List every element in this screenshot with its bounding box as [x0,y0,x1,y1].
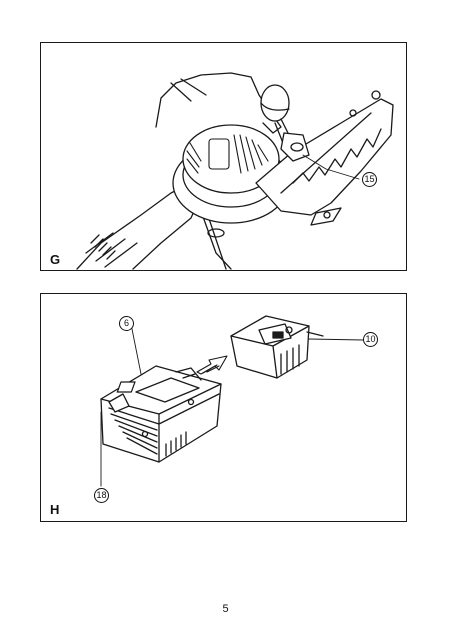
hedge-trimmer-illustration [76,72,394,270]
figure-g-letter: G [50,252,61,267]
battery-charger-illustration [100,315,364,487]
housing-screw [207,228,225,238]
figure-h-letter: H [50,502,60,517]
blade-lock-knob [280,132,310,162]
callout-6: 6 [119,316,134,331]
motor-vent-slots [186,134,269,174]
battery-pack [100,365,222,463]
charger [230,315,324,379]
page-number: 5 [222,603,229,615]
battery-vents [165,431,187,457]
handle-grip-ridges [90,234,116,260]
blade-assembly [255,90,394,226]
callout-10: 10 [363,332,378,347]
insert-arrow [196,355,228,375]
figure-h-panel: H 6 10 18 [40,293,407,522]
figure-g-panel: G 15 [40,42,407,271]
hand-illustration [155,72,292,144]
callout-18: 18 [94,488,109,503]
callout-15: 15 [362,172,377,187]
